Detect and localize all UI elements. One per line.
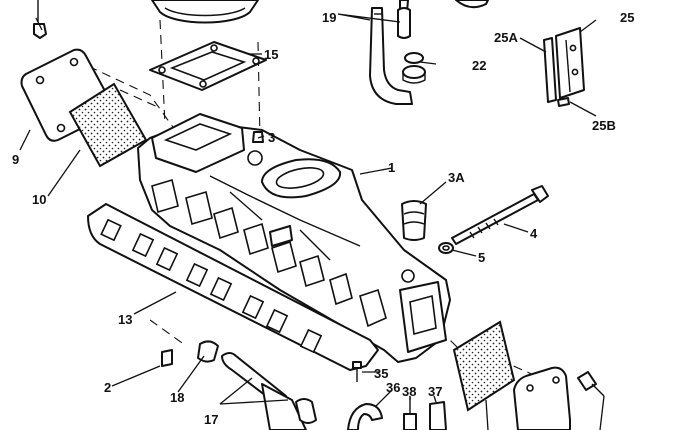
callout-4: 4 (530, 226, 538, 241)
drain-plug-part (197, 340, 219, 363)
callout-38: 38 (402, 384, 416, 399)
cap-screw-part (161, 349, 173, 367)
callout-10: 10 (32, 192, 46, 207)
manifold-gasket-part (87, 203, 379, 371)
outlet-gasket-part (452, 320, 516, 412)
callout-1: 1 (388, 160, 395, 175)
callout-37: 37 (428, 384, 442, 399)
pipe-plug-part (252, 131, 264, 143)
bolt-part (403, 396, 417, 430)
riser-elbow-part (151, 0, 259, 24)
hose-clamp-part (402, 52, 426, 84)
cover-bolt-part (577, 371, 605, 397)
outlet-cover-plate-part (513, 366, 571, 430)
callout-36: 36 (386, 380, 400, 395)
callout-25: 25 (620, 10, 634, 25)
callout-17: 17 (204, 412, 218, 427)
callout-25a: 25A (494, 30, 518, 45)
top-bolt-part (33, 0, 47, 39)
clip-part (347, 403, 383, 430)
callout-labels: 1 2 3 3A 4 5 9 10 13 15 17 18 19 22 25 2… (12, 10, 634, 427)
washer-part (438, 242, 454, 254)
mounting-bracket-part (543, 27, 585, 107)
callout-5: 5 (478, 250, 485, 265)
hose-fitting-part (401, 200, 427, 241)
callout-2: 2 (104, 380, 111, 395)
callout-25b: 25B (592, 118, 616, 133)
callout-3: 3 (268, 130, 275, 145)
upper-fitting-part (455, 0, 489, 9)
callout-19: 19 (322, 10, 336, 25)
callout-18: 18 (170, 390, 184, 405)
leader-lines (19, 13, 605, 430)
elbow-fitting-part (429, 401, 447, 430)
callout-22: 22 (472, 58, 486, 73)
callout-15: 15 (264, 47, 278, 62)
stud-bolt-part (451, 185, 549, 245)
small-screw-part (352, 361, 362, 382)
water-hose-part (369, 0, 413, 105)
callout-35: 35 (374, 366, 388, 381)
callout-13: 13 (118, 312, 132, 327)
callout-3a: 3A (448, 170, 465, 185)
coupling-sleeve-part (221, 352, 317, 430)
end-cover-gasket-part (68, 82, 148, 168)
exhaust-manifold-part (137, 113, 451, 363)
riser-gasket-part (149, 41, 267, 91)
callout-9: 9 (12, 152, 19, 167)
